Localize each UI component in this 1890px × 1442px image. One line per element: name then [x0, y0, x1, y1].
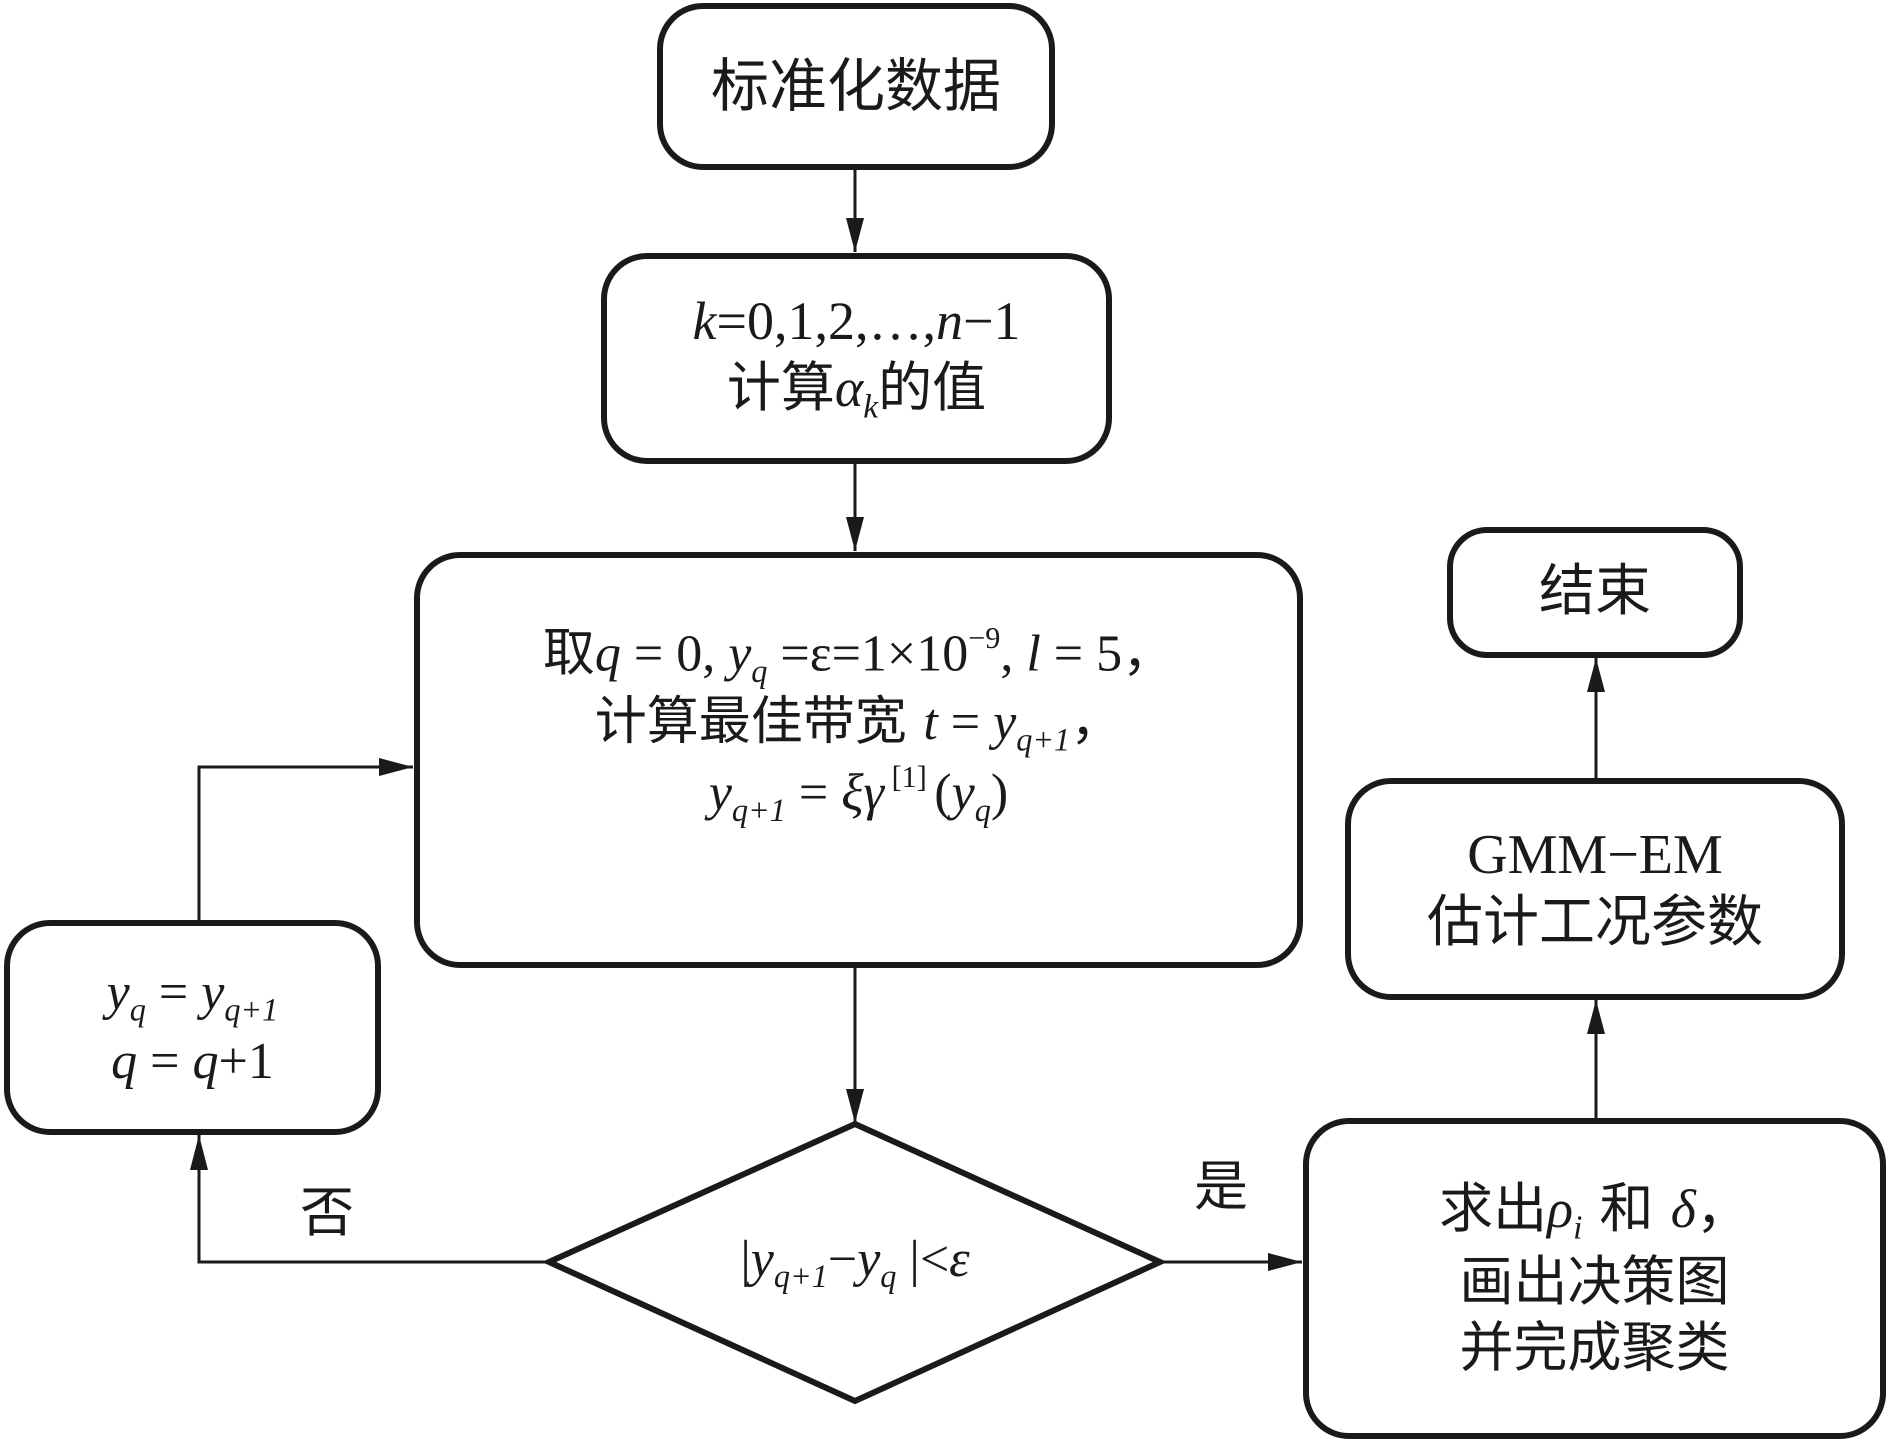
node-line-update-q: q = q+1 [111, 1033, 274, 1091]
node-end: 结束 [1447, 527, 1743, 658]
node-update: yq = yq+1 q = q+1 [4, 920, 381, 1135]
node-standardize-data: 标准化数据 [657, 3, 1055, 170]
arrowhead-down [846, 1089, 864, 1123]
arrowhead-down [846, 218, 864, 252]
node-text: 标准化数据 [710, 52, 1001, 121]
edge-label-no: 否 [300, 1181, 354, 1244]
edge-label-yes: 是 [1194, 1155, 1248, 1218]
node-line-clustering: 并完成聚类 [1459, 1316, 1730, 1380]
node-line-bandwidth: 计算最佳带宽 t = yq+1， [594, 691, 1123, 757]
edge-decision-to-update [197, 1135, 549, 1264]
arrowhead-right [1268, 1253, 1302, 1271]
node-line-gmm: GMM−EM [1467, 823, 1723, 886]
node-line-decision-graph: 画出决策图 [1459, 1250, 1730, 1314]
arrowhead-up [1587, 658, 1605, 692]
node-text: 结束 [1539, 559, 1651, 625]
arrowhead-down [846, 517, 864, 551]
arrowhead-right [379, 758, 413, 776]
arrowhead-up [190, 1135, 208, 1170]
node-line-estimate: 估计工况参数 [1427, 890, 1763, 955]
node-line-k-range: k=0,1,2,…,n−1 [692, 291, 1021, 352]
node-line-rho-delta: 求出ρi 和 δ， [1439, 1176, 1750, 1247]
node-compute-alpha: k=0,1,2,…,n−1 计算αk的值 [601, 253, 1112, 464]
node-bandwidth: 取q = 0, yq =ε=1×10−9, l = 5， 计算最佳带宽 t = … [414, 552, 1303, 968]
node-line-iteration: yq+1 = ξγ [1] (yq) [708, 760, 1009, 829]
node-cluster: 求出ρi 和 δ， 画出决策图 并完成聚类 [1303, 1118, 1886, 1439]
node-gmm-em: GMM−EM 估计工况参数 [1345, 778, 1845, 1000]
decision-diamond [541, 1120, 1168, 1405]
arrowhead-up [1587, 1000, 1605, 1034]
node-line-compute-alpha: 计算αk的值 [726, 356, 987, 426]
edge-update-to-bandwidth [197, 765, 413, 920]
node-line-update-y: yq = yq+1 [106, 964, 279, 1028]
node-line-init: 取q = 0, yq =ε=1×10−9, l = 5， [542, 620, 1175, 689]
decision-condition: |yq+1−yq |<ε [740, 1230, 970, 1295]
